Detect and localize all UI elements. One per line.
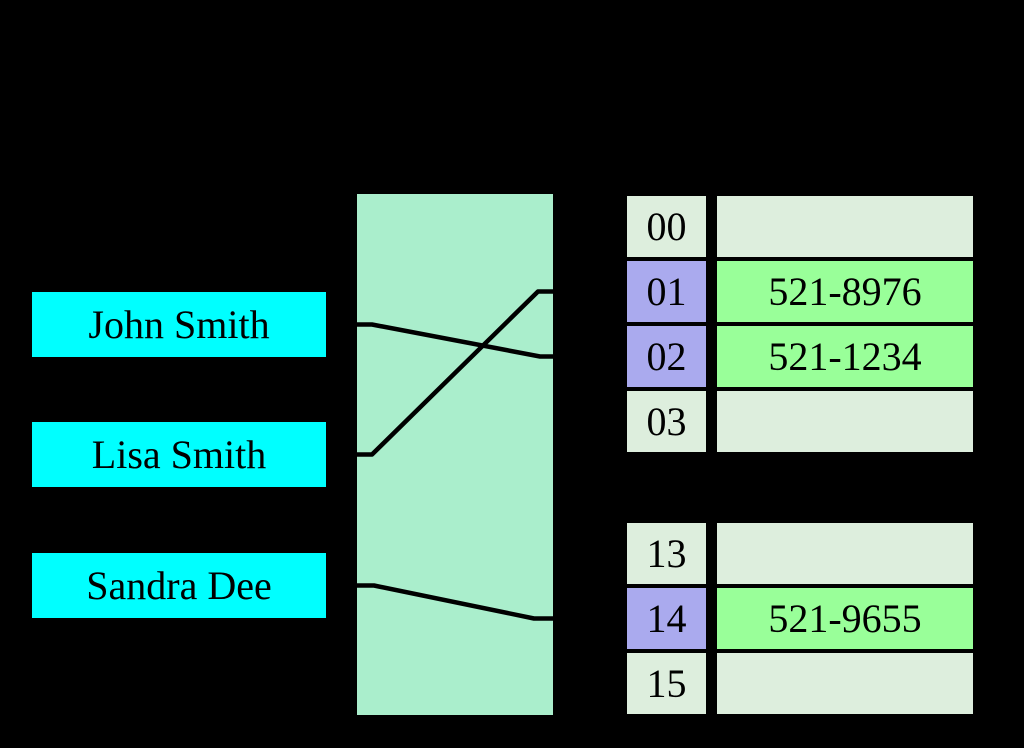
bucket-row-00: 00 [627,196,973,257]
bucket-index-cell: 01 [627,261,706,322]
bucket-value-cell: 521-8976 [717,261,973,322]
bucket-index-cell: 02 [627,326,706,387]
bucket-index-cell: 15 [627,653,706,714]
bucket-row-02: 02 521-1234 [627,326,973,387]
key-box-sandra-dee: Sandra Dee [32,553,326,618]
key-box-john-smith: John Smith [32,292,326,357]
bucket-row-03: 03 [627,391,973,452]
key-box-lisa-smith: Lisa Smith [32,422,326,487]
bucket-row-15: 15 [627,653,973,714]
bucket-index-cell: 14 [627,588,706,649]
bucket-index-cell: 00 [627,196,706,257]
bucket-value-cell [717,196,973,257]
bucket-value-cell: 521-1234 [717,326,973,387]
bucket-row-01: 01 521-8976 [627,261,973,322]
bucket-row-14: 14 521-9655 [627,588,973,649]
key-label: John Smith [88,301,270,347]
bucket-index-cell: 13 [627,523,706,584]
bucket-row-13: 13 [627,523,973,584]
bucket-value-cell [717,391,973,452]
key-label: Sandra Dee [86,562,272,608]
bucket-index-cell: 03 [627,391,706,452]
hash-function-box [357,194,553,715]
bucket-value-cell [717,523,973,584]
key-label: Lisa Smith [91,431,267,477]
bucket-value-cell: 521-9655 [717,588,973,649]
bucket-value-cell [717,653,973,714]
